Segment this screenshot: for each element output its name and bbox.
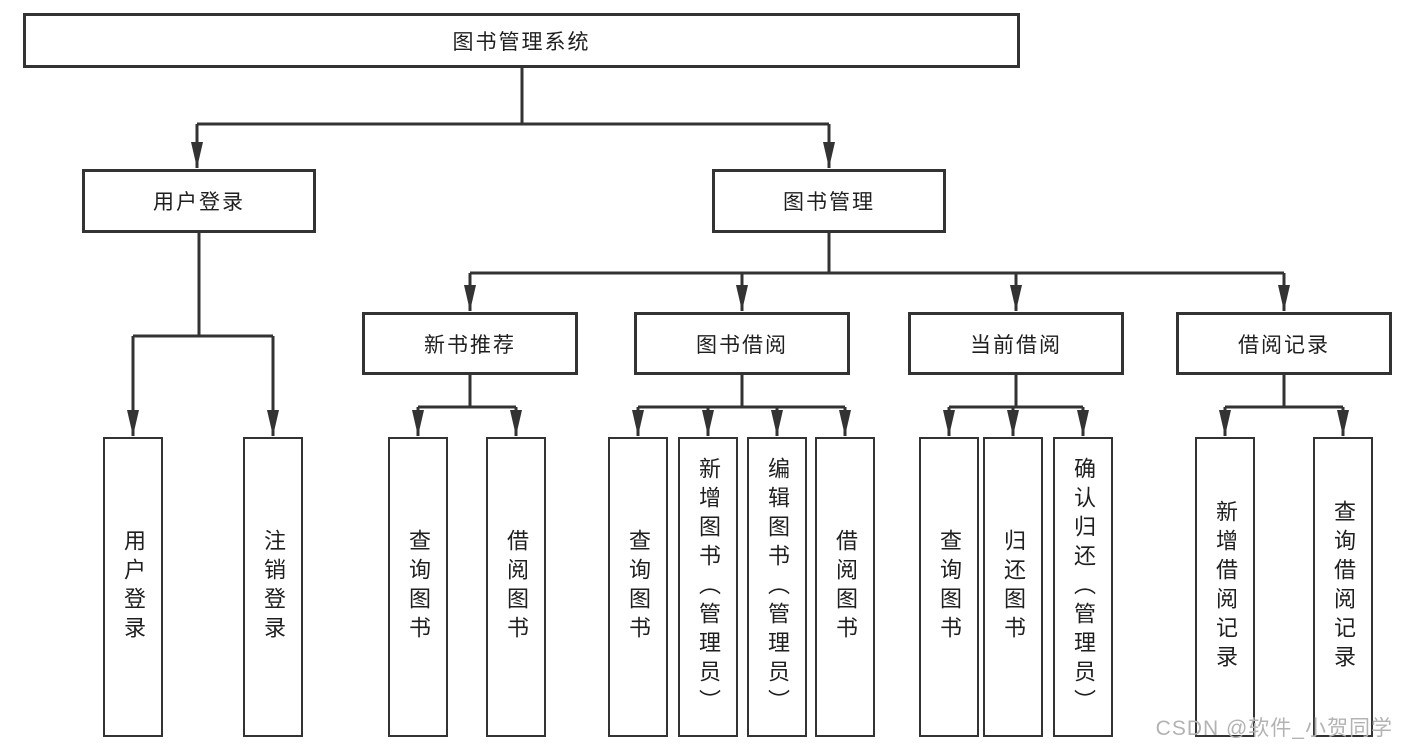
leaf-query-book-borrow: 查询图书	[608, 437, 668, 737]
leaf-query-borrow-record: 查询借阅记录	[1313, 437, 1373, 737]
leaf-edit-book-admin: 编辑图书（管理员）	[747, 437, 807, 737]
leaf-add-book-admin: 新增图书（管理员）	[678, 437, 738, 737]
leaf-query-book-recommend: 查询图书	[388, 437, 448, 737]
leaf-logout: 注销登录	[243, 437, 303, 737]
leaf-query-book-current: 查询图书	[919, 437, 979, 737]
leaf-borrow-book: 借阅图书	[815, 437, 875, 737]
node-user-login: 用户登录	[82, 169, 316, 233]
node-root-system: 图书管理系统	[23, 13, 1020, 68]
node-new-book-recommend: 新书推荐	[362, 312, 578, 375]
leaf-borrow-book-recommend: 借阅图书	[486, 437, 546, 737]
csdn-watermark: CSDN @软件_小贺同学	[1155, 717, 1393, 740]
leaf-confirm-return-admin: 确认归还（管理员）	[1053, 437, 1113, 737]
node-book-management: 图书管理	[712, 169, 946, 233]
leaf-user-login: 用户登录	[103, 437, 163, 737]
leaf-return-book: 归还图书	[983, 437, 1043, 737]
node-current-borrow: 当前借阅	[908, 312, 1124, 375]
node-borrow-records: 借阅记录	[1176, 312, 1392, 375]
node-book-borrow: 图书借阅	[634, 312, 850, 375]
leaf-add-borrow-record: 新增借阅记录	[1195, 437, 1255, 737]
